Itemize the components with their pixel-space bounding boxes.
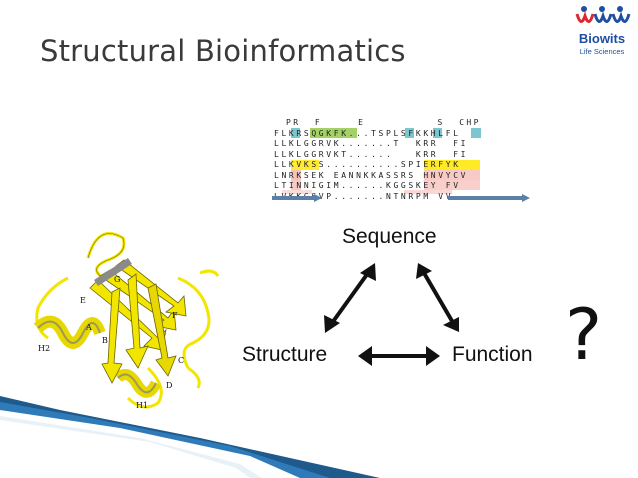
strand-label-e: E [80, 296, 86, 305]
biowits-logo-icon [575, 6, 631, 23]
strand-label-f: F [172, 311, 178, 320]
strand-label-a: A [85, 323, 92, 332]
sequence-structure-function-diagram: Sequence Structure Function [230, 215, 590, 385]
alignment-row: LVKKGSVP.......NTNRPM VV [272, 192, 488, 203]
alignment-row-text: LVKKGSVP.......NTNRPM VV [274, 191, 454, 201]
alignment-row: LLKLGGRVK.......T KRR FI [272, 139, 488, 150]
alignment-header-text: PR F E S CHP [286, 118, 489, 127]
slide-title: Structural Bioinformatics [40, 34, 406, 68]
node-sequence: Sequence [342, 225, 437, 248]
alignment-row: LLKLGGRVKT...... KRR FI [272, 150, 488, 161]
alignment-row-text: LNRKSEK EANNKKASSRS HNVYCV [274, 170, 469, 180]
diagram-arrows [324, 263, 459, 366]
alignment-row: LNRKSEK EANNKKASSRS HNVYCV [272, 171, 488, 182]
alignment-row: FLKRSQGKFK...TSPLSFKKHLFL [272, 129, 488, 140]
alignment-row: LLKVKSS..........SPIERFYK [272, 160, 488, 171]
node-function: Function [452, 343, 533, 366]
logo-name: Biowits [578, 31, 626, 46]
protein-ribbon-structure: G E F A B C D H2 H1 [33, 232, 220, 410]
alignment-row-text: LTINNIGIM......KGGSKEY FV [274, 181, 461, 190]
alignment-text: PR F E S CHP FLKRSQGKFK...TSPLSFKKHLFL L… [272, 118, 488, 202]
company-logo: Biowits Life Sciences [572, 4, 632, 62]
double-arrow-icon [358, 346, 440, 366]
footer-swoosh [0, 396, 380, 478]
double-arrow-icon [416, 263, 459, 332]
node-structure: Structure [242, 343, 328, 366]
alignment-header: PR F E S CHP [272, 118, 488, 129]
alignment-row-text: LLKVKSS..........SPIERFYK [274, 160, 461, 169]
alignment-row: LTINNIGIM......KGGSKEY FV [272, 181, 488, 192]
question-mark: ? [565, 294, 603, 376]
alignment-highlights [282, 128, 481, 194]
logo-subtitle: Life Sciences [579, 47, 625, 56]
secondary-structure-arrows [272, 194, 530, 202]
alignment-row-text: FLKRSQGKFK...TSPLSFKKHLFL [274, 128, 461, 138]
helix-label-h2: H2 [38, 344, 50, 353]
strand-label-b: B [102, 336, 108, 345]
strand-label-d: D [166, 381, 172, 390]
alignment-row-text: LLKLGGRVK.......T KRR FI [274, 139, 469, 148]
strand-label-g: G [114, 275, 120, 284]
double-arrow-icon [324, 263, 376, 333]
sequence-alignment: PR F E S CHP FLKRSQGKFK...TSPLSFKKHLFL L… [272, 118, 530, 206]
helix-label-h1: H1 [136, 401, 148, 410]
alignment-row-text: LLKLGGRVKT...... KRR FI [274, 149, 469, 159]
strand-label-c: C [178, 356, 184, 365]
